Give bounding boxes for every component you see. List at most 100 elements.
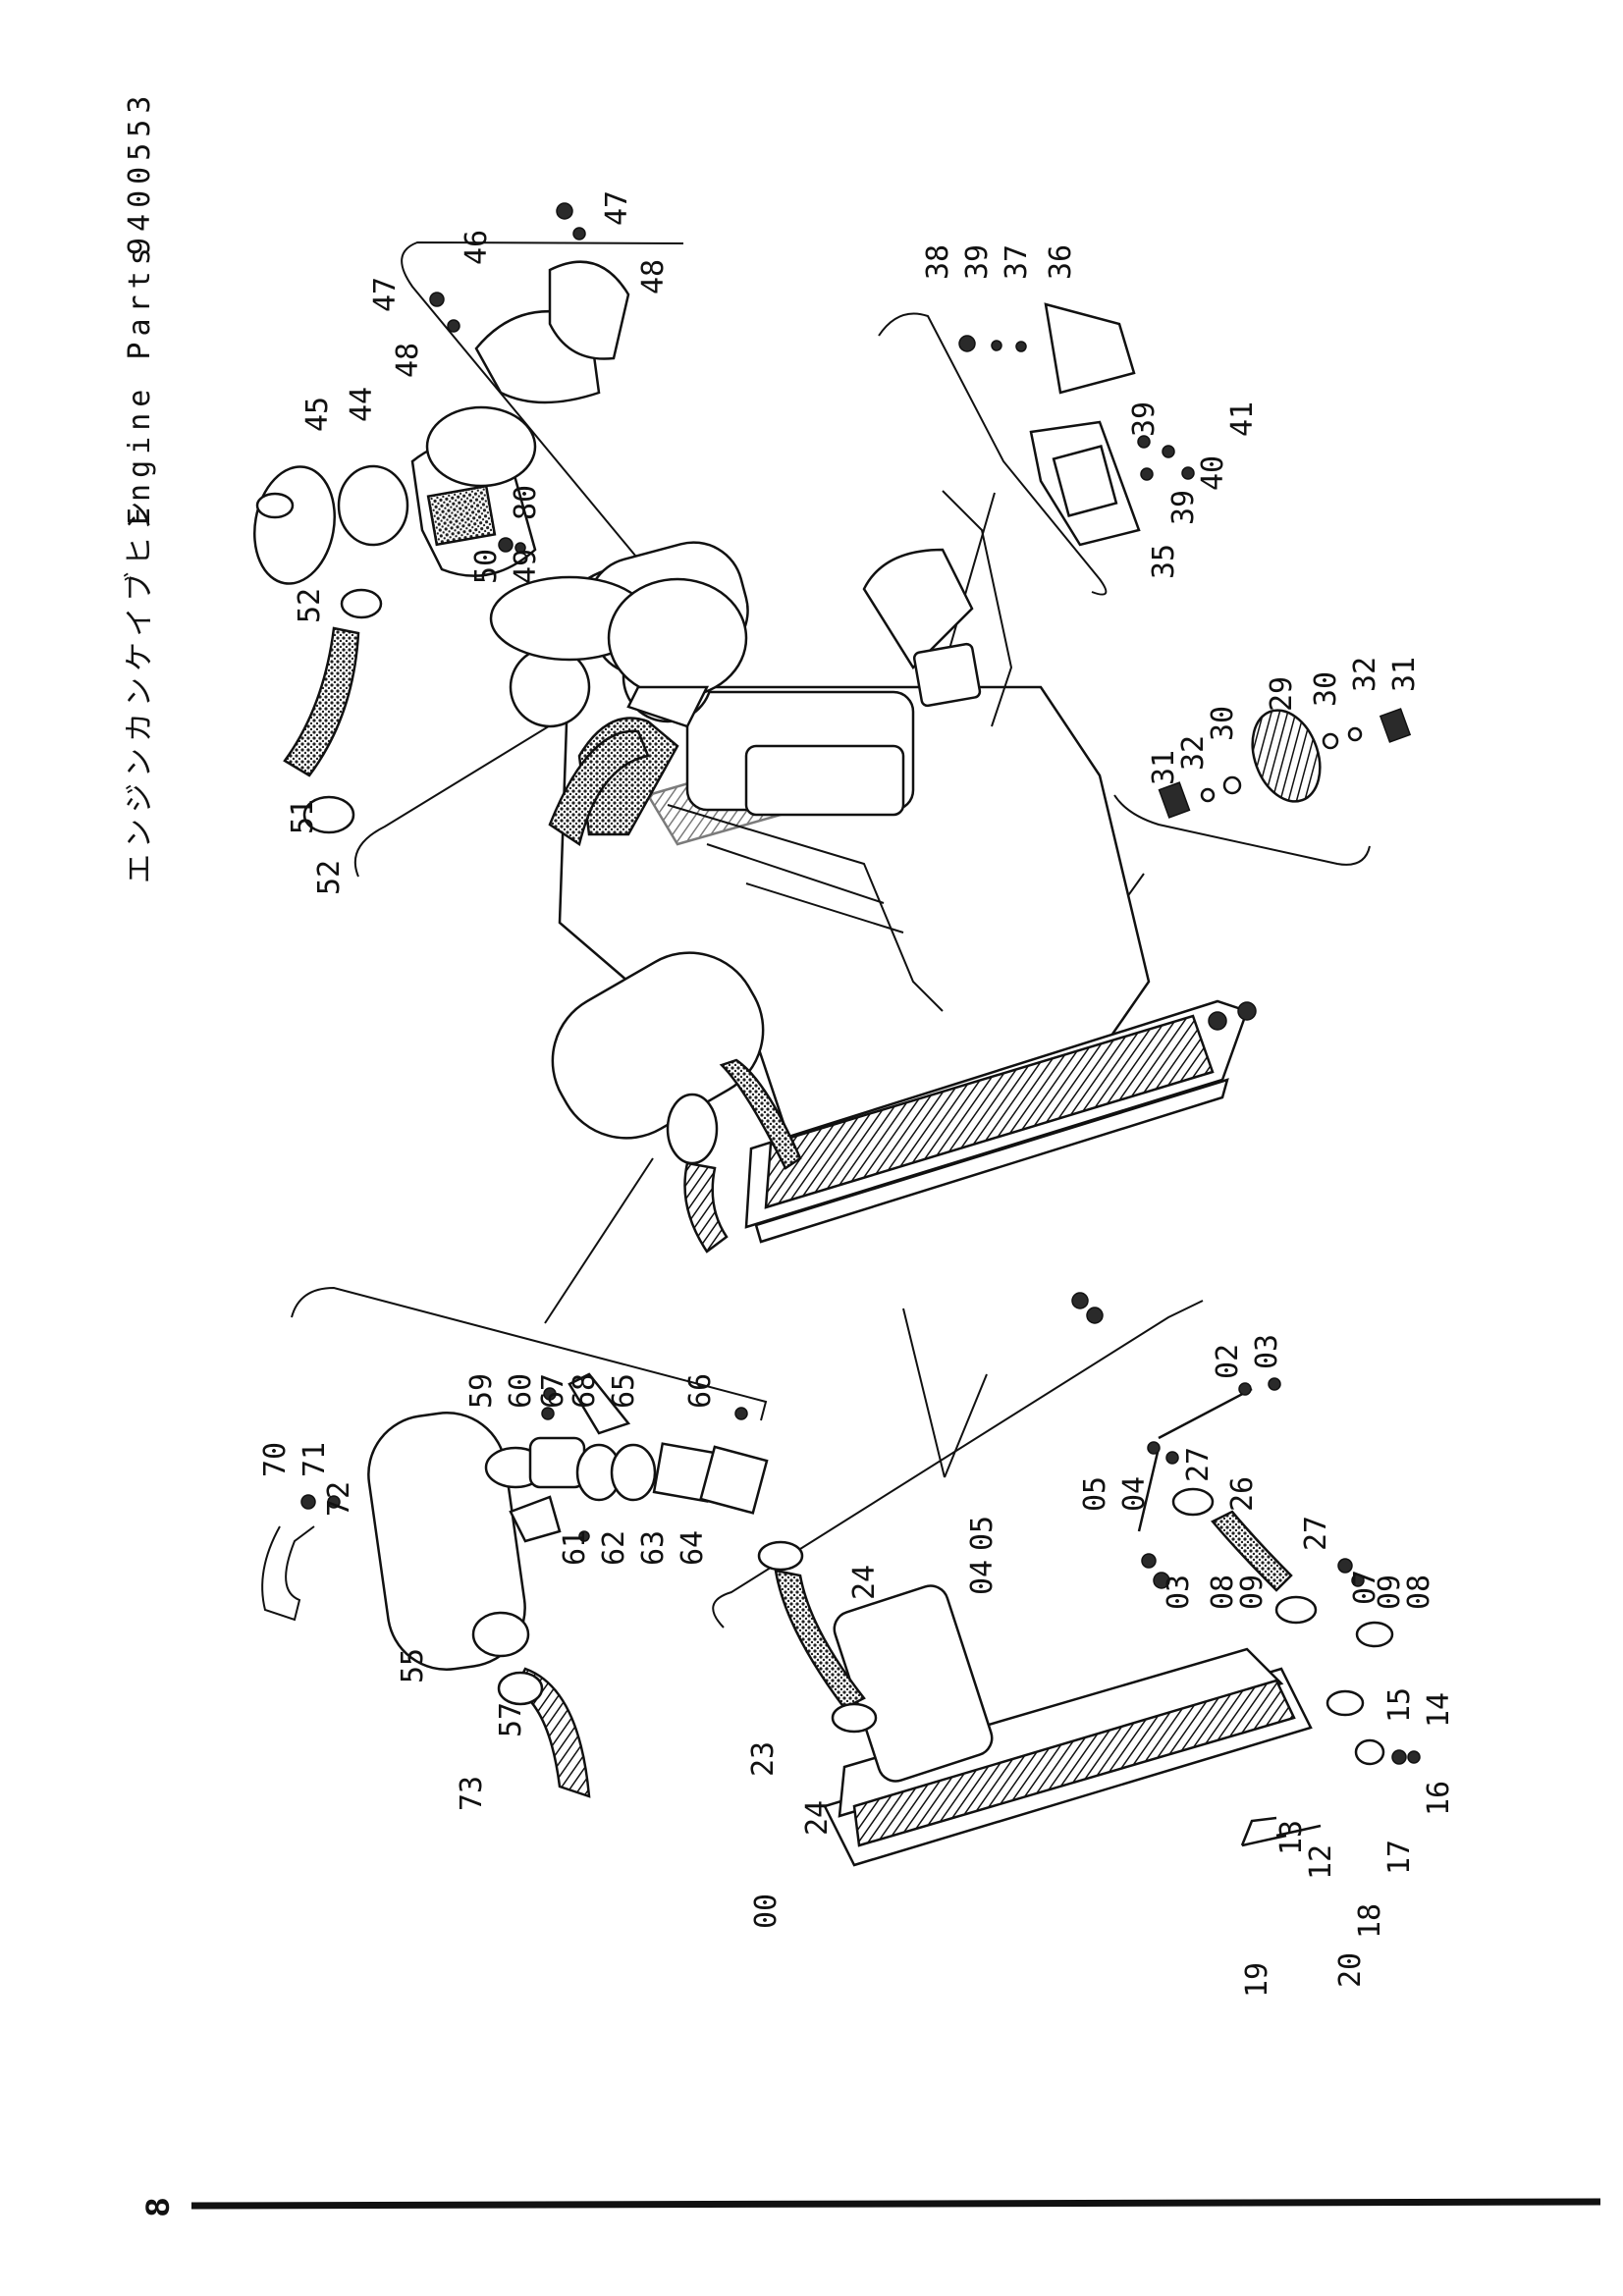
callout: 17: [1382, 1840, 1417, 1875]
callout: 55: [396, 1648, 430, 1683]
callout: 73: [455, 1776, 489, 1811]
callout: 38: [921, 244, 955, 280]
mount-group-boundary: [1113, 794, 1371, 866]
air-cleaner-exploded: [253, 202, 630, 834]
page-number: 8: [139, 2198, 177, 2216]
callout: 08: [1206, 1575, 1240, 1610]
muffler-group-boundary: [291, 1286, 768, 1421]
callout: 05: [965, 1516, 1000, 1551]
callout: 66: [683, 1373, 718, 1409]
callout: 26: [1225, 1476, 1260, 1512]
callout: 30: [1309, 671, 1343, 707]
callout: 13: [1274, 1820, 1309, 1855]
callout: 09: [1373, 1575, 1407, 1610]
callouts-air-cleaner: 44 45 46 47 47 48 48 49 50 51 52 52 80: [286, 190, 671, 895]
callout: 60: [504, 1373, 538, 1409]
callout: 61: [558, 1530, 592, 1566]
callout: 32: [1348, 657, 1382, 692]
callout: 68: [568, 1373, 602, 1409]
bracket-group-boundary: [878, 312, 1108, 596]
callouts-bracket: 35 36 37 38 39 39 39 40 41: [921, 244, 1260, 579]
callout: 70: [258, 1442, 293, 1477]
header: エンジンカンケイブヒン Engine Parts 9400553: [123, 90, 157, 883]
header-title-en: Engine Parts: [123, 241, 157, 525]
callout: 63: [636, 1530, 671, 1566]
callout: 08: [1402, 1575, 1436, 1610]
callout: 80: [509, 485, 543, 520]
callout: 67: [536, 1373, 570, 1409]
mount-exploded: [1158, 708, 1412, 819]
callout: 65: [607, 1373, 641, 1409]
callout: 52: [293, 588, 327, 623]
header-code: 9400553: [123, 90, 157, 255]
callout: 04: [965, 1560, 1000, 1595]
callout: 45: [300, 397, 335, 432]
callout: 20: [1333, 1952, 1368, 1988]
callout: 44: [345, 387, 379, 422]
callout: 32: [1176, 735, 1211, 771]
page-rule: [190, 2198, 1601, 2210]
callout: 24: [847, 1565, 882, 1600]
callout: 41: [1225, 401, 1260, 437]
callout: 59: [464, 1373, 499, 1409]
callout: 31: [1147, 750, 1181, 785]
callout: 15: [1382, 1687, 1417, 1723]
radiator-group-boundary: [712, 1300, 1204, 1629]
callout: 39: [960, 244, 995, 280]
callout: 46: [460, 230, 494, 265]
callout: 09: [1235, 1575, 1270, 1610]
callout: 71: [298, 1442, 332, 1477]
muffler-exploded: [261, 1372, 769, 1798]
callout: 72: [322, 1481, 356, 1517]
callout: 48: [636, 259, 671, 294]
callout: 37: [1000, 244, 1034, 280]
engine-air-cleaner: [489, 575, 748, 847]
callout: 36: [1044, 244, 1078, 280]
callouts-mount: 29 30 30 31 31 32 32: [1147, 657, 1422, 785]
callout: 18: [1353, 1903, 1387, 1939]
callout: 24: [800, 1800, 835, 1836]
callout: 27: [1299, 1516, 1333, 1551]
callout: 04: [1117, 1476, 1152, 1512]
radiator-exploded: [757, 1377, 1421, 1867]
callout: 49: [509, 549, 543, 584]
callout: 39: [1166, 490, 1201, 525]
callout: 07: [1348, 1570, 1382, 1605]
page-number-text: 8: [139, 2198, 177, 2216]
callout: 39: [1127, 401, 1162, 437]
callout: 40: [1196, 455, 1230, 491]
callout: 62: [597, 1530, 631, 1566]
callout: 35: [1147, 544, 1181, 579]
callout: 50: [469, 549, 504, 584]
callout: 14: [1422, 1692, 1456, 1728]
callout: 52: [312, 860, 347, 895]
callout: 05: [1078, 1476, 1112, 1512]
callouts-radiator: 00 02 03 03 04 04 05 05 07 08 08 09 09 1…: [746, 1334, 1456, 1998]
callout: 57: [494, 1702, 528, 1737]
callouts-muffler: 55 57 59 60 61 62 63 64 65 66 67 68 70 7…: [258, 1373, 718, 1811]
engine-bracket: [912, 642, 982, 708]
callout: 51: [286, 799, 320, 834]
callout: 00: [749, 1894, 784, 1929]
leader-radiator-b: [944, 1373, 988, 1478]
callout: 30: [1206, 706, 1240, 741]
callout: 29: [1265, 676, 1299, 712]
callout: 47: [368, 277, 403, 312]
bracket-exploded: [958, 302, 1195, 547]
callout: 31: [1387, 657, 1422, 692]
callout: 03: [1162, 1575, 1196, 1610]
engine-muffler: [551, 951, 802, 1254]
callout: 12: [1304, 1844, 1338, 1880]
engine-radiator: [744, 999, 1257, 1324]
callout: 47: [600, 190, 634, 226]
callout: 23: [746, 1741, 781, 1777]
callout: 03: [1250, 1334, 1284, 1369]
callout: 64: [676, 1530, 710, 1566]
leader-radiator-a: [902, 1308, 946, 1478]
leader-bracket: [945, 492, 996, 664]
header-title-jp: エンジンカンケイブヒン: [123, 496, 157, 883]
callout: 02: [1211, 1344, 1245, 1379]
callout: 16: [1422, 1781, 1456, 1816]
